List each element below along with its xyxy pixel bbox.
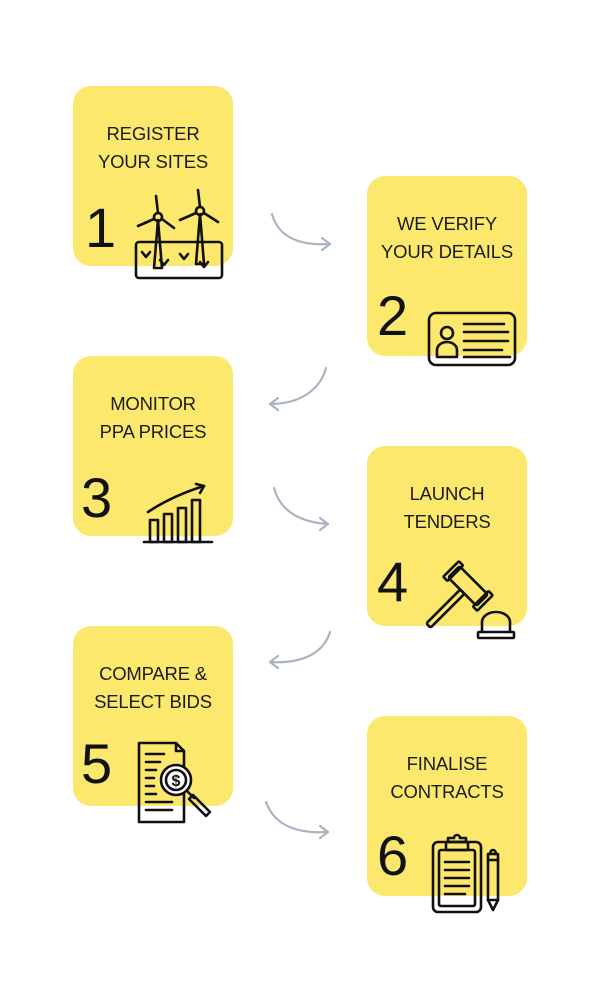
clipboard-pencil-icon (430, 832, 506, 916)
step-number-1: 1 (85, 196, 117, 259)
flow-arrow-4-to-5 (268, 630, 332, 670)
step-label-4-line2: TENDERS (403, 511, 491, 532)
step-label-6: FINALISE CONTRACTS (367, 750, 527, 806)
wind-turbine-icon (130, 190, 226, 282)
document-magnifier-icon: $ (136, 740, 218, 826)
step-label-3-line2: PPA PRICES (99, 421, 207, 442)
step-number-4: 4 (377, 550, 409, 613)
step-label-2: WE VERIFY YOUR DETAILS (367, 210, 527, 266)
flow-arrow-5-to-6 (264, 800, 330, 840)
flow-arrow-3-to-4 (272, 486, 330, 532)
step-label-4-line1: LAUNCH (409, 483, 485, 504)
step-card-5: COMPARE & SELECT BIDS 5 (73, 626, 233, 806)
step-number-3: 3 (81, 466, 113, 529)
flow-arrow-2-to-3 (268, 366, 328, 412)
step-label-1: REGISTER YOUR SITES (73, 120, 233, 176)
step-label-3: MONITOR PPA PRICES (73, 390, 233, 446)
flow-arrow-1-to-2 (270, 212, 332, 252)
step-label-6-line1: FINALISE (406, 753, 488, 774)
step-card-4: LAUNCH TENDERS 4 (367, 446, 527, 626)
step-label-3-line1: MONITOR (110, 393, 196, 414)
gavel-icon (426, 562, 518, 640)
step-label-2-line2: YOUR DETAILS (381, 241, 513, 262)
step-number-2: 2 (377, 284, 409, 347)
step-label-1-line1: REGISTER (106, 123, 200, 144)
step-label-1-line2: YOUR SITES (97, 151, 209, 172)
step-card-6: FINALISE CONTRACTS 6 (367, 716, 527, 896)
step-label-5-line1: COMPARE & (99, 663, 207, 684)
step-card-3: MONITOR PPA PRICES 3 (73, 356, 233, 536)
growth-chart-icon (142, 482, 214, 546)
id-card-icon (426, 310, 518, 368)
svg-text:$: $ (172, 773, 181, 790)
step-label-5-line2: SELECT BIDS (94, 691, 212, 712)
step-number-6: 6 (377, 824, 409, 887)
step-label-6-line2: CONTRACTS (390, 781, 504, 802)
step-label-2-line1: WE VERIFY (397, 213, 497, 234)
step-card-1: REGISTER YOUR SITES 1 (73, 86, 233, 266)
step-number-5: 5 (81, 732, 113, 795)
step-label-4: LAUNCH TENDERS (367, 480, 527, 536)
step-label-5: COMPARE & SELECT BIDS (73, 660, 233, 716)
